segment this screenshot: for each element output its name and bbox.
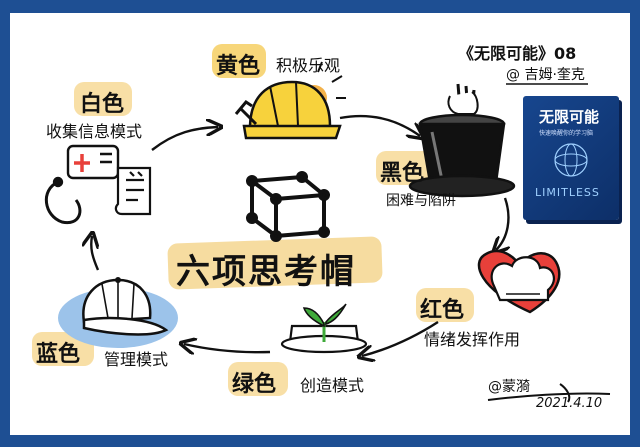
red-heart-chef-hat-icon — [477, 249, 561, 314]
first-aid-kit-icon — [44, 144, 120, 225]
book-emblem-icon — [554, 143, 588, 177]
yellow-label-highlight — [212, 44, 266, 78]
signature: @蒙漪 — [488, 379, 530, 395]
hat-yellow-name: 黄色 — [216, 54, 261, 79]
arrow-green-to-blue — [184, 344, 271, 352]
arrow-blue-to-white — [91, 236, 98, 271]
green-sprout-icon — [280, 303, 368, 354]
arrow-red-to-green — [362, 320, 439, 356]
series-title: 《无限可能》08 — [458, 44, 577, 63]
hat-white-name: 白色 — [80, 92, 125, 117]
book-cover-word: LIMITLESS — [535, 186, 600, 199]
report-scroll-icon — [114, 166, 152, 216]
black-top-hat-icon — [408, 83, 516, 198]
hat-green-name: 绿色 — [232, 372, 277, 397]
date: 2021.4.10 — [536, 396, 603, 411]
hat-green-description: 创造模式 — [300, 376, 365, 395]
center-title: 六项思考帽 — [176, 252, 356, 292]
author-credit: @ 吉姆·奎克 — [506, 67, 585, 83]
hat-red-name: 红色 — [420, 298, 465, 323]
green-label-highlight — [228, 362, 288, 396]
red-label-highlight — [416, 288, 474, 322]
arrow-yellow-to-black — [339, 114, 420, 136]
center-cube-icon — [246, 171, 330, 242]
hat-blue-name: 蓝色 — [36, 342, 81, 367]
book-subtitle: 快速唤醒你的学习脑 — [539, 130, 594, 137]
yellow-hard-hat-icon — [234, 61, 346, 140]
hat-black-description: 困难与陷阱 — [386, 193, 456, 209]
arrow-white-to-yellow — [151, 127, 218, 151]
hat-red-description: 情绪发挥作用 — [424, 330, 521, 349]
hat-white-description: 收集信息模式 — [46, 122, 143, 141]
book-cover: 无限可能 快速唤醒你的学习脑 LIMITLESS — [523, 96, 619, 220]
hat-black-name: 黑色 — [380, 161, 425, 186]
hat-yellow-description: 积极乐观 — [276, 56, 341, 75]
book-title: 无限可能 — [539, 108, 600, 126]
arrow-black-to-red — [496, 197, 508, 250]
hat-blue-description: 管理模式 — [104, 350, 169, 369]
white-label-highlight — [74, 82, 132, 116]
blue-cap-icon — [58, 277, 178, 348]
signature-flourish — [487, 383, 611, 403]
